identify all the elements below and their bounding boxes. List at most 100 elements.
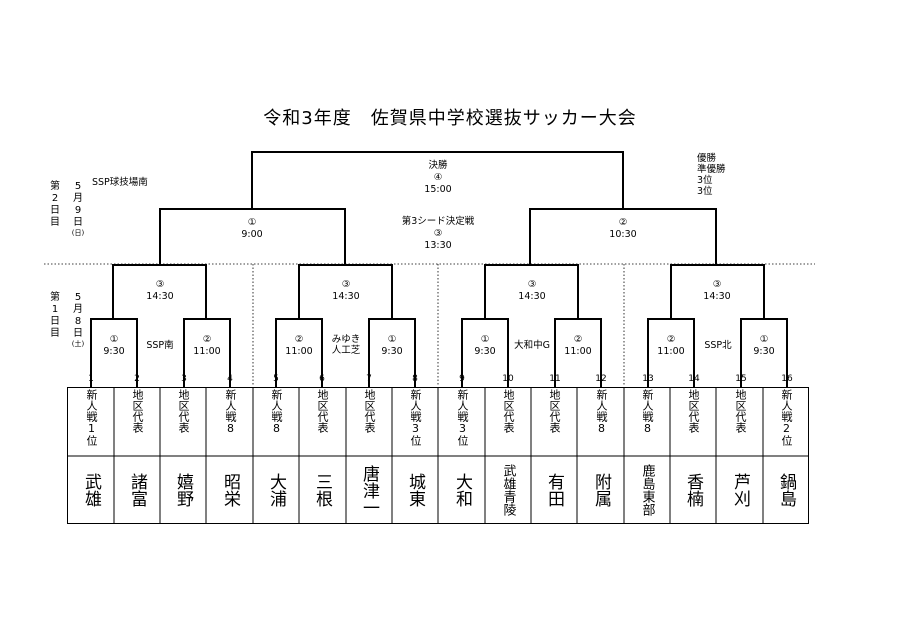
team-qualification: 地区代表: [177, 389, 190, 433]
final-no: ④: [433, 172, 443, 183]
team-name: 鍋島: [776, 473, 796, 507]
first-1-no: ①: [109, 334, 119, 345]
team-name-cell: 芦刈: [718, 457, 762, 523]
quarter-4-label: ③ 14:30: [687, 279, 747, 303]
team-table: [67, 387, 809, 524]
team-qualification: 新人戦8: [270, 389, 283, 435]
team-info-cell: 新人戦2位: [764, 389, 808, 455]
results-list: 優勝 準優勝 3位 3位: [697, 153, 726, 197]
first-3-time: 11:00: [285, 346, 313, 357]
team-number: 15: [735, 374, 747, 384]
final-label: 決勝 ④ 15:00: [398, 160, 478, 196]
quarter-4-time: 14:30: [703, 291, 731, 302]
team-name-cell: 香楠: [671, 457, 715, 523]
team-qualification: 新人戦1位: [85, 389, 98, 446]
team-name: 有田: [544, 473, 564, 507]
team-qualification: 新人戦8: [595, 389, 608, 435]
team-info-cell: 地区代表: [161, 389, 205, 455]
quarter-2-time: 14:30: [332, 291, 360, 302]
team-name-cell: 城東: [393, 457, 437, 523]
team-number: 14: [688, 374, 700, 384]
team-info-cell: 地区代表: [671, 389, 715, 455]
day2-venue: SSP球技場南: [92, 177, 148, 188]
team-name-cell: 武雄青陵: [486, 457, 530, 523]
team-name-cell: 三根: [300, 457, 344, 523]
first-6-no: ②: [573, 334, 583, 345]
team-info-cell: 地区代表: [115, 389, 159, 455]
team-info-cell: 新人戦3位: [440, 389, 484, 455]
team-name-cell: 大浦: [254, 457, 298, 523]
team-name: 鹿島東部: [639, 464, 655, 516]
bracket-connectors: [90, 151, 788, 388]
team-name: 嬉野: [173, 473, 193, 507]
team-name: 城東: [405, 473, 425, 507]
team-qualification: 地区代表: [363, 389, 376, 433]
quarter-4-no: ③: [712, 279, 722, 290]
team-info-cell: 新人戦1位: [69, 389, 113, 455]
team-name-cell: 鹿島東部: [625, 457, 669, 523]
first-8-no: ①: [759, 334, 769, 345]
team-qualification: 新人戦3位: [456, 389, 469, 446]
first-5-time: 9:30: [474, 346, 496, 357]
team-info-cell: 新人戦8: [208, 389, 252, 455]
third-seed-no: ③: [433, 228, 443, 239]
team-number: 7: [366, 374, 372, 384]
quarter-1-time: 14:30: [146, 291, 174, 302]
result-runner-up: 準優勝: [697, 164, 726, 175]
first-8-time: 9:30: [753, 346, 775, 357]
first-7-no: ②: [666, 334, 676, 345]
first-7-time: 11:00: [657, 346, 685, 357]
team-name-cell: 昭栄: [208, 457, 252, 523]
team-number: 1: [88, 374, 94, 384]
result-third-b: 3位: [697, 186, 713, 197]
day1-weekday: (土): [71, 340, 85, 348]
team-qualification: 新人戦8: [641, 389, 654, 435]
team-name: 唐津一: [359, 464, 379, 516]
team-number: 12: [595, 374, 607, 384]
semi-2-no: ②: [618, 217, 628, 228]
day2-weekday: (日): [71, 229, 85, 237]
team-name-cell: 有田: [532, 457, 576, 523]
team-qualification: 地区代表: [131, 389, 144, 433]
quarter-1-no: ③: [155, 279, 165, 290]
team-info-cell: 新人戦8: [625, 389, 669, 455]
team-qualification: 地区代表: [316, 389, 329, 433]
team-qualification: 地区代表: [502, 389, 515, 433]
team-number: 16: [781, 374, 793, 384]
team-number: 8: [412, 374, 418, 384]
team-name-cell: 唐津一: [347, 457, 391, 523]
quarter-3-label: ③ 14:30: [502, 279, 562, 303]
team-name: 武雄青陵: [500, 464, 516, 516]
team-number: 10: [502, 374, 514, 384]
result-winner: 優勝: [697, 153, 717, 164]
team-info-cell: 新人戦8: [579, 389, 623, 455]
team-name: 大浦: [266, 473, 286, 507]
team-number: 6: [319, 374, 325, 384]
semi-1-time: 9:00: [241, 229, 263, 240]
team-qualification: 地区代表: [734, 389, 747, 433]
final-name: 決勝: [428, 160, 448, 171]
team-name: 諸富: [127, 473, 147, 507]
semi-2-label: ② 10:30: [593, 217, 653, 241]
quarter-3-time: 14:30: [518, 291, 546, 302]
team-name: 三根: [312, 473, 332, 507]
semi-1-no: ①: [247, 217, 257, 228]
team-number: 9: [459, 374, 465, 384]
team-info-cell: 地区代表: [347, 389, 391, 455]
semi-2-time: 10:30: [609, 229, 637, 240]
first-4-time: 9:30: [381, 346, 403, 357]
team-info-cell: 地区代表: [532, 389, 576, 455]
team-info-cell: 地区代表: [300, 389, 344, 455]
first-4-no: ①: [387, 334, 397, 345]
team-name: 附属: [591, 473, 611, 507]
